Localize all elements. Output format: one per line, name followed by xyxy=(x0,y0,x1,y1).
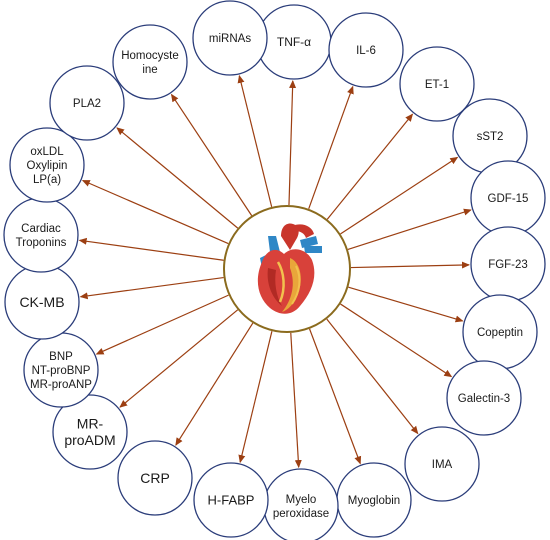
arrow-tnf xyxy=(288,79,297,206)
node-copeptin: Copeptin xyxy=(462,294,538,370)
node-label: Homocyste xyxy=(121,50,179,62)
arrow-hfabp xyxy=(238,331,273,464)
node-label: IMA xyxy=(432,459,453,471)
node-label: MR- xyxy=(77,416,104,432)
node-circle xyxy=(446,360,522,436)
arrows xyxy=(78,74,472,469)
arrow-copeptin xyxy=(348,286,464,323)
arrow-mirnas xyxy=(237,74,273,208)
arrow-homocysteine xyxy=(170,93,253,216)
node-bnp: BNP NT-proBNP MR-proANP xyxy=(23,332,99,408)
arrow-cardiac-troponins xyxy=(78,237,224,261)
node-label: Oxylipin xyxy=(27,160,68,172)
node-circle xyxy=(49,65,125,141)
center-heart-node xyxy=(223,205,351,333)
arrow-myeloperoxidase xyxy=(290,332,302,469)
node-label: BNP xyxy=(49,351,73,363)
node-label: peroxidase xyxy=(273,508,329,520)
node-label: sST2 xyxy=(477,131,504,143)
node-label: Troponins xyxy=(16,237,67,249)
node-label: TNF-α xyxy=(277,35,311,49)
node-ima: IMA xyxy=(404,426,480,502)
arrow-pla2 xyxy=(116,127,239,229)
node-circle xyxy=(112,24,188,100)
node-gdf15: GDF-15 xyxy=(470,160,546,236)
arrow-galectin3 xyxy=(340,303,453,378)
node-label: oxLDL xyxy=(30,146,64,158)
arrow-gdf15 xyxy=(347,208,472,250)
arrow-crp xyxy=(175,322,254,446)
node-label: NT-proBNP xyxy=(32,365,91,377)
arrow-sst2 xyxy=(340,156,459,235)
heart-icon xyxy=(257,223,322,314)
node-label: Galectin-3 xyxy=(458,393,510,405)
node-tnf: TNF-α xyxy=(256,4,332,80)
node-label: ine xyxy=(142,64,157,76)
node-label: Copeptin xyxy=(477,327,523,339)
node-label: PLA2 xyxy=(73,98,101,110)
node-mr-proadm: MR-proADM xyxy=(52,394,128,470)
node-ck-mb: CK-MB xyxy=(4,264,80,340)
node-crp: CRP xyxy=(117,440,193,516)
node-label: CRP xyxy=(140,470,170,486)
node-mirnas: miRNAs xyxy=(192,0,268,76)
node-hfabp: H-FABP xyxy=(193,462,269,538)
node-circle xyxy=(404,426,480,502)
node-circle xyxy=(117,440,193,516)
node-et1: ET-1 xyxy=(399,46,475,122)
node-circle xyxy=(399,46,475,122)
node-label: IL-6 xyxy=(356,45,376,57)
node-label: Myelo xyxy=(286,494,317,506)
node-homocysteine: Homocyste ine xyxy=(112,24,188,100)
biomarker-nodes: TNF-αIL-6ET-1 sST2GDF-15FGF-23CopeptinGal… xyxy=(3,0,546,540)
node-label: proADM xyxy=(64,432,115,448)
arrow-oxldl xyxy=(81,179,229,245)
node-label: FGF-23 xyxy=(488,259,528,271)
node-label: CK-MB xyxy=(19,294,64,310)
arrow-il6 xyxy=(308,85,354,210)
arrow-bnp xyxy=(95,294,229,355)
node-il6: IL-6 xyxy=(328,12,404,88)
arrow-fgf23 xyxy=(350,261,471,269)
node-label: Cardiac xyxy=(21,223,61,235)
node-circle xyxy=(9,127,85,203)
node-galectin3: Galectin-3 xyxy=(446,360,522,436)
node-label: ET-1 xyxy=(425,79,449,91)
arrow-ck-mb xyxy=(79,276,224,300)
node-label: MR-proANP xyxy=(30,379,92,391)
node-circle xyxy=(328,12,404,88)
node-circle xyxy=(193,462,269,538)
node-circle xyxy=(52,394,128,470)
node-label: Myoglobin xyxy=(348,495,400,507)
arrow-et1 xyxy=(326,113,414,220)
node-myeloperoxidase: Myelo peroxidase xyxy=(263,468,339,540)
node-label: miRNAs xyxy=(209,33,251,45)
arrow-ima xyxy=(326,318,419,435)
node-fgf23: FGF-23 xyxy=(470,226,546,302)
arrow-mr-proadm xyxy=(119,309,239,408)
node-circle xyxy=(192,0,268,76)
node-label: H-FABP xyxy=(208,493,255,508)
node-label: GDF-15 xyxy=(488,193,529,205)
arrow-myoglobin xyxy=(308,328,362,465)
node-myoglobin: Myoglobin xyxy=(336,462,412,538)
node-label: LP(a) xyxy=(33,174,61,186)
node-pla2: PLA2 xyxy=(49,65,125,141)
